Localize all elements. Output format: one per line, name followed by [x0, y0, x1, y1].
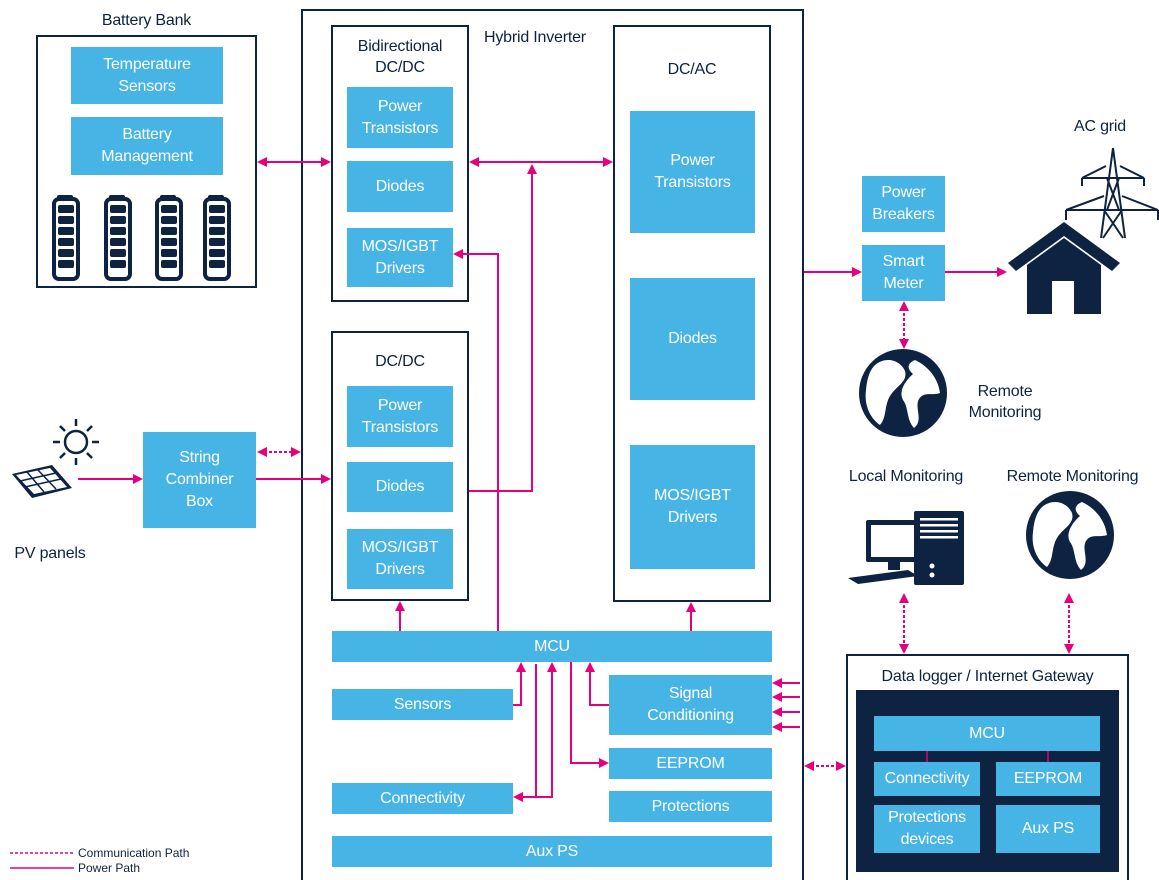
gw-protections-block: Protections devices	[874, 805, 980, 853]
dcac-power-transistors-block: Power Transistors	[630, 111, 755, 233]
sun-icon	[53, 419, 99, 465]
power-breakers-block: Power Breakers	[862, 176, 945, 232]
sensors-to-mcu-arrow	[513, 662, 526, 706]
dcac-drivers-block: MOS/IGBT Drivers	[630, 445, 755, 569]
gw-aux-ps-block: Aux PS	[996, 805, 1100, 853]
pv-panels-label: PV panels	[14, 545, 86, 562]
gw-mcu-block: MCU	[874, 716, 1100, 751]
battery-bank-label: Battery Bank	[101, 12, 192, 29]
computer-icon	[848, 511, 964, 585]
legend-power-label: Power Path	[78, 861, 141, 875]
mcu-to-bidi-drivers-arrow	[453, 249, 499, 631]
bidi-diodes-block: Diodes	[347, 161, 453, 212]
dcdc-diodes-block: Diodes	[347, 462, 453, 512]
local-monitoring-label: Local Monitoring	[848, 468, 964, 485]
remote-monitoring-label: Remote Monitoring	[1006, 468, 1139, 485]
ac-grid-label: AC grid	[1074, 118, 1126, 135]
data-logger-label: Data logger / Internet Gateway	[881, 668, 1094, 685]
gateway-links	[926, 751, 1049, 762]
dcdc-drivers-block: MOS/IGBT Drivers	[347, 529, 453, 589]
smart-meter-block: Smart Meter	[862, 245, 945, 301]
dcdc-to-bus-arrow	[469, 164, 537, 492]
temperature-sensors-block: Temperature Sensors	[71, 47, 223, 104]
dcac-label: DC/AC	[667, 61, 717, 78]
dcdc-label: DC/DC	[375, 353, 425, 370]
dcac-diodes-block: Diodes	[630, 278, 755, 400]
signal-conditioning-block: Signal Conditioning	[609, 675, 772, 735]
eeprom-block: EEPROM	[609, 748, 772, 779]
solar-panel-icon	[12, 465, 72, 498]
house-icon	[1008, 222, 1120, 314]
gw-eeprom-block: EEPROM	[996, 762, 1100, 796]
power-paths	[78, 157, 1007, 802]
aux-ps-block: Aux PS	[332, 836, 772, 867]
bidi-power-transistors-block: Power Transistors	[347, 87, 453, 148]
bidirectional-dcdc-label: Bidirectional DC/DC	[357, 38, 443, 76]
hybrid-inverter-label: Hybrid Inverter	[484, 29, 586, 46]
globe-icon	[859, 349, 1114, 579]
pylon-icon	[1065, 147, 1159, 239]
bidi-drivers-block: MOS/IGBT Drivers	[347, 228, 453, 287]
battery-icon	[52, 195, 231, 281]
gw-connectivity-block: Connectivity	[874, 762, 980, 796]
connectivity-to-mcu-arrow	[513, 662, 557, 802]
protections-block: Protections	[609, 791, 772, 822]
legend-lines	[10, 852, 74, 869]
string-combiner-block: String Combiner Box	[143, 432, 256, 528]
sensors-block: Sensors	[332, 689, 513, 720]
battery-management-block: Battery Management	[71, 117, 223, 175]
remote-monitoring-globe-label: Remote Monitoring	[968, 383, 1042, 421]
connectivity-block: Connectivity	[332, 783, 513, 814]
legend-communication-label: Communication Path	[78, 846, 190, 860]
mcu-to-eeprom-arrow	[570, 662, 609, 768]
dcdc-power-transistors-block: Power Transistors	[347, 386, 453, 447]
communication-paths	[257, 301, 1074, 771]
signal-to-mcu-arrow	[585, 662, 609, 706]
mcu-block: MCU	[332, 631, 772, 662]
